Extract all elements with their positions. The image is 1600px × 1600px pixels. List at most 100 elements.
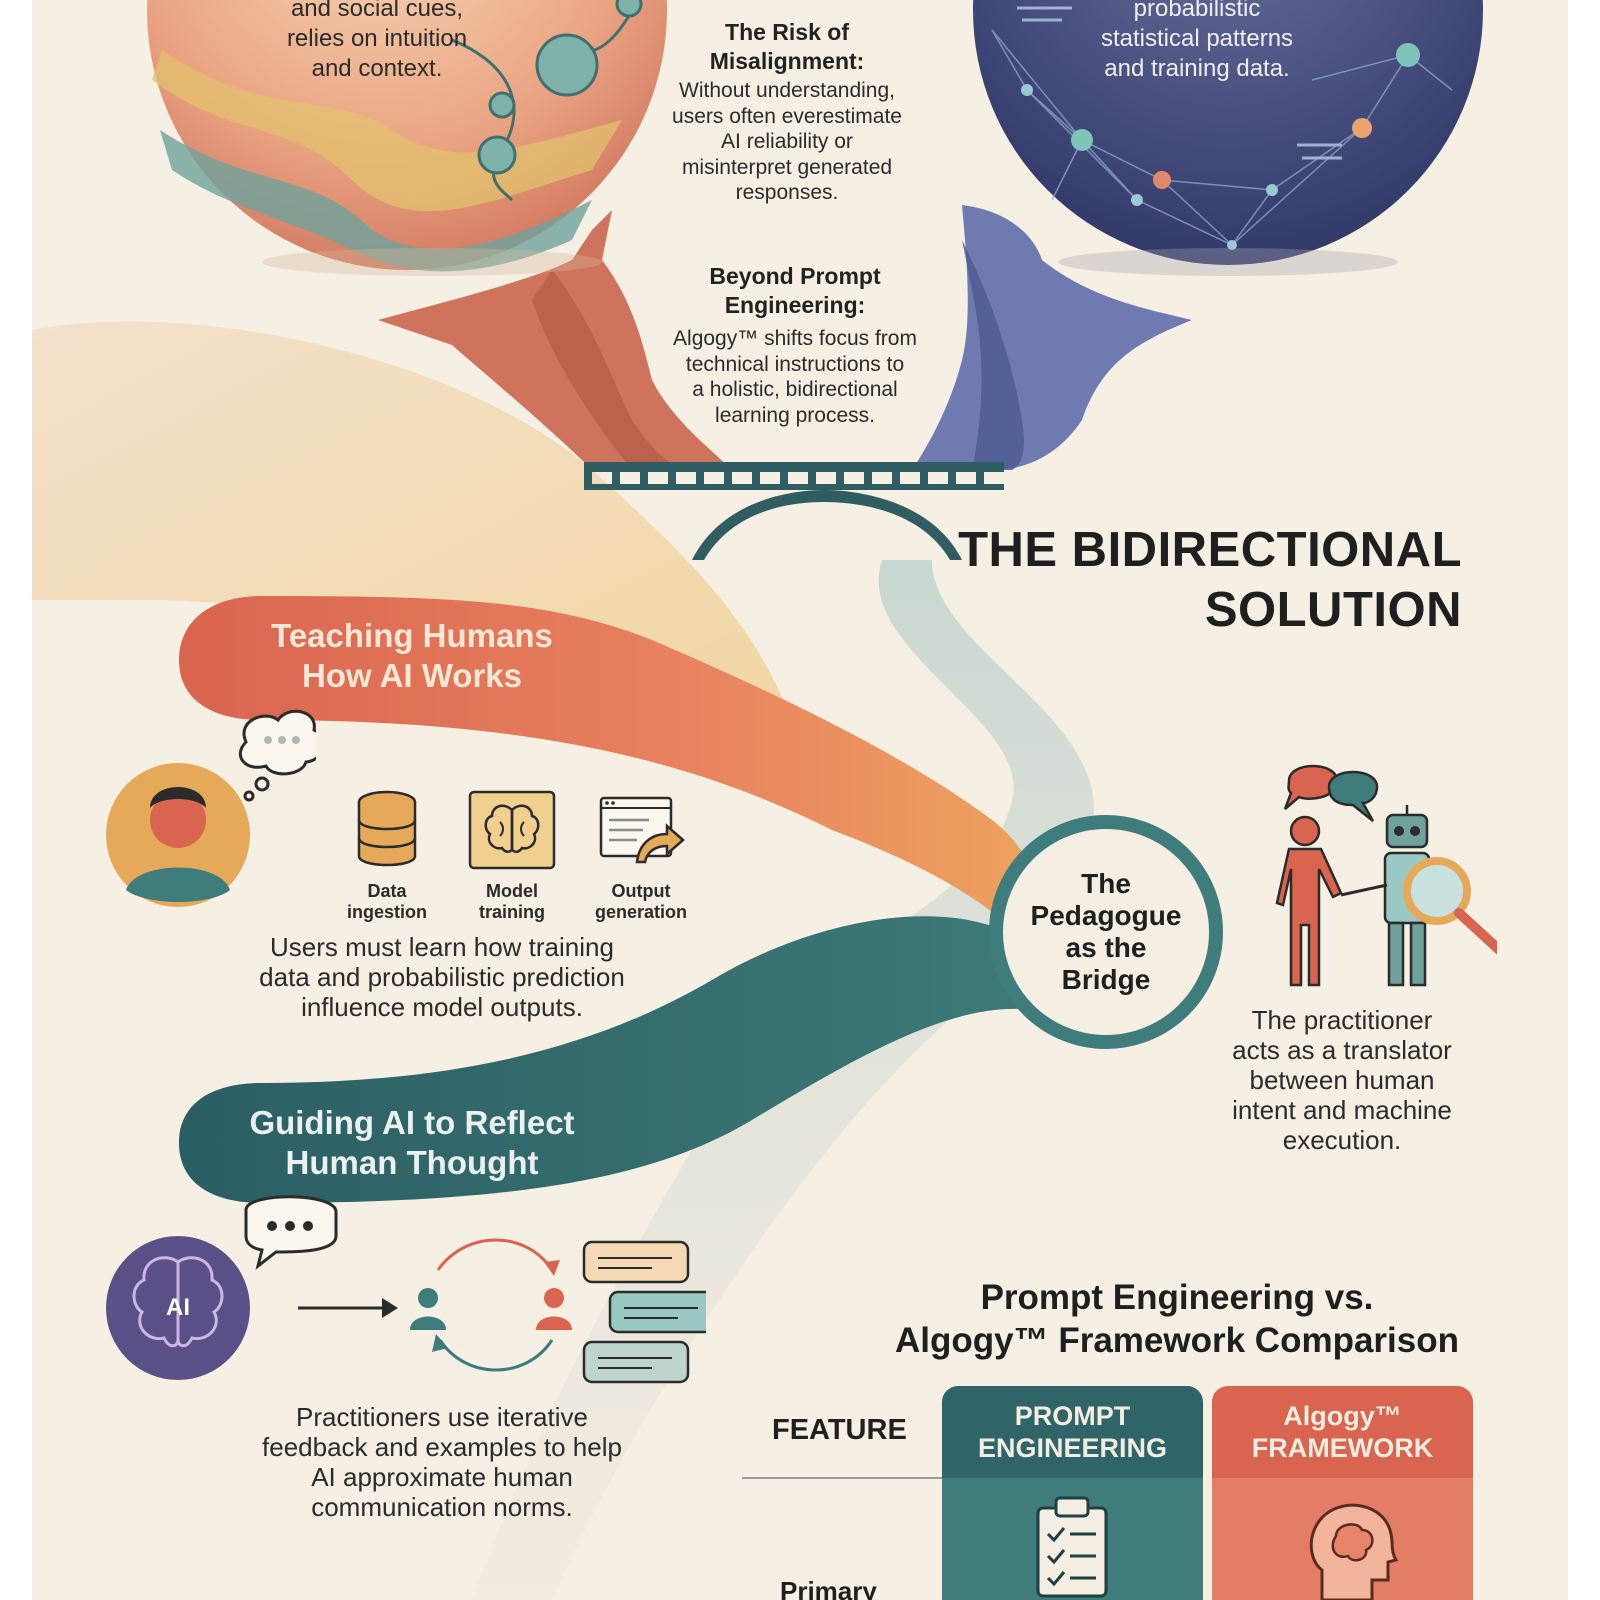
ai-sphere-line: statistical patterns bbox=[1100, 25, 1294, 52]
right-cliff-shade bbox=[962, 240, 1024, 470]
ai-sphere bbox=[973, 0, 1483, 265]
practitioner-line: execution. bbox=[1282, 1125, 1402, 1155]
left-sphere-shadow bbox=[262, 248, 602, 276]
human-brain-head-icon bbox=[1309, 1503, 1399, 1600]
beyond-prompt-body-line: a holistic, bidirectional bbox=[692, 378, 898, 401]
process-label-line: generation bbox=[594, 902, 687, 922]
practitioner-line: acts as a translator bbox=[1232, 1035, 1452, 1065]
bridge bbox=[584, 462, 1004, 560]
process-label-line: Output bbox=[611, 881, 671, 901]
coral-ribbon bbox=[179, 596, 1040, 950]
beyond-prompt-body-line: learning process. bbox=[715, 403, 875, 427]
beyond-prompt-block: Beyond Prompt Engineering: Algogy™ shift… bbox=[650, 262, 940, 428]
clipboard-checklist-icon bbox=[1036, 1496, 1108, 1598]
human-sphere-line: and context. bbox=[311, 55, 443, 82]
feedback-loop-illustration bbox=[106, 1195, 706, 1384]
guiding-body-line: communication norms. bbox=[311, 1492, 573, 1522]
teaching-body-line: influence model outputs. bbox=[301, 992, 583, 1022]
guiding-band-line: Human Thought bbox=[285, 1144, 539, 1181]
human-avatar bbox=[106, 709, 316, 907]
speech-bubble-icon bbox=[1327, 770, 1379, 822]
background-illustration bbox=[32, 0, 1483, 1600]
misalignment-heading: The Risk of Misalignment: bbox=[652, 18, 922, 76]
ai-sphere-line: probabilistic bbox=[1133, 0, 1261, 22]
column-header-line: Algogy™ bbox=[1283, 1401, 1402, 1431]
process-label-line: training bbox=[479, 902, 545, 922]
practitioner-line: intent and machine bbox=[1232, 1095, 1452, 1125]
solution-title: THE BIDIRECTIONAL SOLUTION bbox=[892, 520, 1462, 640]
misalignment-body-line: misinterpret generated bbox=[681, 155, 893, 179]
process-icons-row: Data ingestion Model training bbox=[322, 790, 687, 923]
bridge-circle-ring bbox=[989, 815, 1223, 1049]
process-label-line: Data bbox=[367, 881, 407, 901]
brain-icon bbox=[468, 790, 556, 870]
guiding-band-title: Guiding AI to Reflect Human Thought bbox=[202, 1103, 622, 1183]
beyond-prompt-heading-line: Engineering: bbox=[724, 292, 866, 318]
guiding-body: Practitioners use iterative feedback and… bbox=[192, 1402, 692, 1522]
bridge-circle-line: as the bbox=[1065, 932, 1147, 963]
bridge-circle-line: Bridge bbox=[1061, 964, 1151, 995]
chat-bubble-icon bbox=[244, 1195, 338, 1270]
teaching-band-title: Teaching Humans How AI Works bbox=[222, 616, 602, 696]
misalignment-body-line: users often everestimate bbox=[672, 104, 902, 128]
solution-title-line: THE BIDIRECTIONAL bbox=[958, 523, 1462, 577]
misalignment-body-line: AI reliability or bbox=[721, 130, 853, 153]
teaching-body: Users must learn how training data and p… bbox=[192, 932, 692, 1022]
practitioner-text: The practitioner acts as a translator be… bbox=[1212, 1005, 1472, 1155]
process-label-output-generation: Output generation bbox=[576, 881, 706, 923]
column-header-line: PROMPT bbox=[1014, 1401, 1131, 1431]
process-label-line: ingestion bbox=[347, 902, 427, 922]
teaching-band-line: How AI Works bbox=[301, 657, 523, 694]
comparison-title-line: Prompt Engineering vs. bbox=[980, 1278, 1374, 1317]
speech-bubble-icon bbox=[1283, 764, 1339, 810]
feature-column-label: FEATURE bbox=[772, 1414, 907, 1446]
comparison-title-line: Algogy™ Framework Comparison bbox=[895, 1321, 1459, 1360]
beyond-prompt-heading: Beyond Prompt Engineering: bbox=[650, 262, 940, 320]
misalignment-body-line: responses. bbox=[735, 181, 839, 204]
beyond-prompt-body-line: technical instructions to bbox=[685, 352, 905, 376]
misalignment-body-line: Without understanding, bbox=[679, 79, 895, 102]
process-item-output-generation: Output generation bbox=[576, 790, 706, 923]
beyond-prompt-body: Algogy™ shifts focus from technical inst… bbox=[650, 326, 940, 428]
algogy-framework-column-header: Algogy™ FRAMEWORK bbox=[1212, 1400, 1473, 1464]
sand-dune bbox=[32, 321, 792, 720]
ai-sphere-text: probabilistic statistical patterns and t… bbox=[1067, 0, 1327, 84]
database-icon bbox=[357, 790, 417, 867]
process-item-model-training: Model training bbox=[447, 790, 577, 923]
ai-sphere-line: and training data. bbox=[1104, 55, 1290, 82]
process-label-model-training: Model training bbox=[447, 881, 577, 923]
guiding-band-line: Guiding AI to Reflect bbox=[249, 1104, 575, 1141]
misalignment-heading-line: The Risk of bbox=[725, 19, 849, 45]
human-sphere-line: and social cues, bbox=[290, 0, 464, 22]
infographic-page: and social cues, relies on intuition and… bbox=[32, 0, 1568, 1600]
output-window-icon bbox=[599, 796, 685, 864]
misalignment-block: The Risk of Misalignment: Without unders… bbox=[652, 18, 922, 206]
human-sphere-line: relies on intuition bbox=[286, 25, 468, 52]
teaching-body-line: Users must learn how training bbox=[270, 932, 614, 962]
process-label-line: Model bbox=[486, 881, 538, 901]
right-sphere-shadow bbox=[1058, 248, 1398, 276]
left-cliff-shade bbox=[532, 270, 692, 470]
process-item-data-ingestion: Data ingestion bbox=[322, 790, 452, 923]
practitioner-line: between human bbox=[1249, 1065, 1435, 1095]
comparison-title: Prompt Engineering vs. Algogy™ Framework… bbox=[872, 1276, 1482, 1362]
bridge-circle-line: The bbox=[1081, 868, 1131, 899]
beyond-prompt-body-line: Algogy™ shifts focus from bbox=[673, 327, 917, 350]
ai-badge-label: AI bbox=[166, 1294, 190, 1321]
thought-bubble-icon bbox=[238, 709, 316, 776]
practitioner-robot-illustration bbox=[1275, 764, 1497, 987]
misalignment-body: Without understanding, users often evere… bbox=[652, 78, 922, 206]
prompt-engineering-column-header: PROMPT ENGINEERING bbox=[942, 1400, 1203, 1464]
column-header-line: FRAMEWORK bbox=[1251, 1433, 1434, 1463]
bridge-circle-text: The Pedagogue as the Bridge bbox=[1012, 868, 1200, 996]
teaching-band-line: Teaching Humans bbox=[271, 617, 553, 654]
magnifier-icon bbox=[1403, 857, 1471, 925]
practitioner-line: The practitioner bbox=[1251, 1005, 1433, 1035]
teal-ribbon bbox=[179, 916, 1036, 1203]
guiding-body-line: AI approximate human bbox=[311, 1462, 573, 1492]
misalignment-heading-line: Misalignment: bbox=[709, 48, 865, 74]
human-sphere bbox=[147, 0, 667, 272]
teaching-body-line: data and probabilistic prediction bbox=[259, 962, 625, 992]
process-label-data-ingestion: Data ingestion bbox=[322, 881, 452, 923]
primary-row-label: Primary bbox=[780, 1576, 877, 1600]
